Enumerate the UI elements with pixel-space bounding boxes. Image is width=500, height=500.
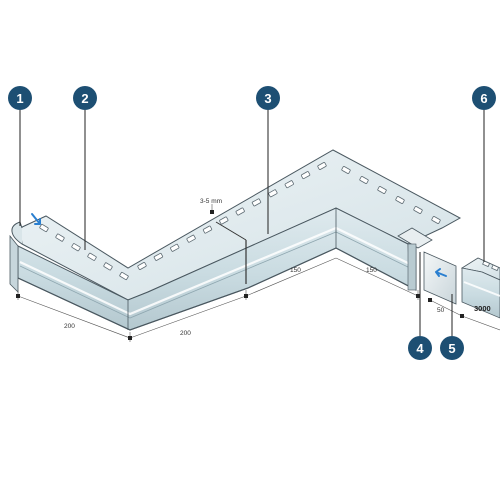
perforation-hole [170,243,180,252]
perforation-hole [137,262,147,270]
dimension-label-150-left: 150 [290,267,301,274]
perforation-hole [251,198,262,207]
perforation-hole [300,171,311,180]
perforation-hole [413,206,423,214]
dimension-label-200-left: 200 [64,323,75,330]
perforation-hole [219,216,229,225]
perforation-hole [395,196,405,204]
dimension-label-200-middle: 200 [180,330,191,337]
perforation-holes [39,162,441,281]
perforation-hole [55,233,65,242]
perforation-hole [235,207,245,216]
perforation-hole [153,252,164,261]
svg-text:1: 1 [16,91,23,106]
perforation-hole [268,189,278,198]
slide-arrow-icon [435,268,447,277]
dimension-label-150-right: 150 [366,267,377,274]
svg-text:6: 6 [480,91,487,106]
callout-3: 3 [256,86,280,110]
perforation-hole [482,260,491,268]
perforation-hole [87,252,97,261]
perforation-hole [39,223,49,233]
callout-6: 6 [472,86,496,110]
dimension-label-50: 50 [437,307,445,314]
callout-leaders [19,110,485,336]
perforation-hole [317,162,327,170]
perforation-hole [491,264,500,272]
dimension-label-3000: 3000 [474,304,491,313]
connector-plate [423,251,457,305]
right-profile-segment [460,257,500,319]
perforation-hole [186,234,196,243]
svg-text:5: 5 [448,341,455,356]
perforation-hole [341,166,351,174]
perforation-hole [71,243,81,252]
perforation-hole [431,216,441,224]
callout-1: 1 [8,86,32,110]
perforation-hole [119,271,129,281]
callout-5: 5 [440,336,464,360]
dimension-ticks [16,210,464,340]
trim-profile-assembly [9,149,462,331]
svg-text:2: 2 [81,91,88,106]
end-connector [397,227,433,291]
svg-text:4: 4 [416,341,424,356]
svg-text:3: 3 [264,91,271,106]
left-end-flange [9,234,19,293]
gap-dimension-label: 3-5 mm [200,198,222,205]
insert-arrow-icon [31,213,41,225]
profile-rib [19,226,415,316]
perforation-hole [377,186,387,194]
perforation-hole [103,262,113,271]
perforation-hole [202,225,213,234]
callout-2: 2 [73,86,97,110]
perforation-hole [359,176,369,184]
callout-4: 4 [408,336,432,360]
perforation-hole [284,180,294,189]
direction-arrows [31,213,447,277]
